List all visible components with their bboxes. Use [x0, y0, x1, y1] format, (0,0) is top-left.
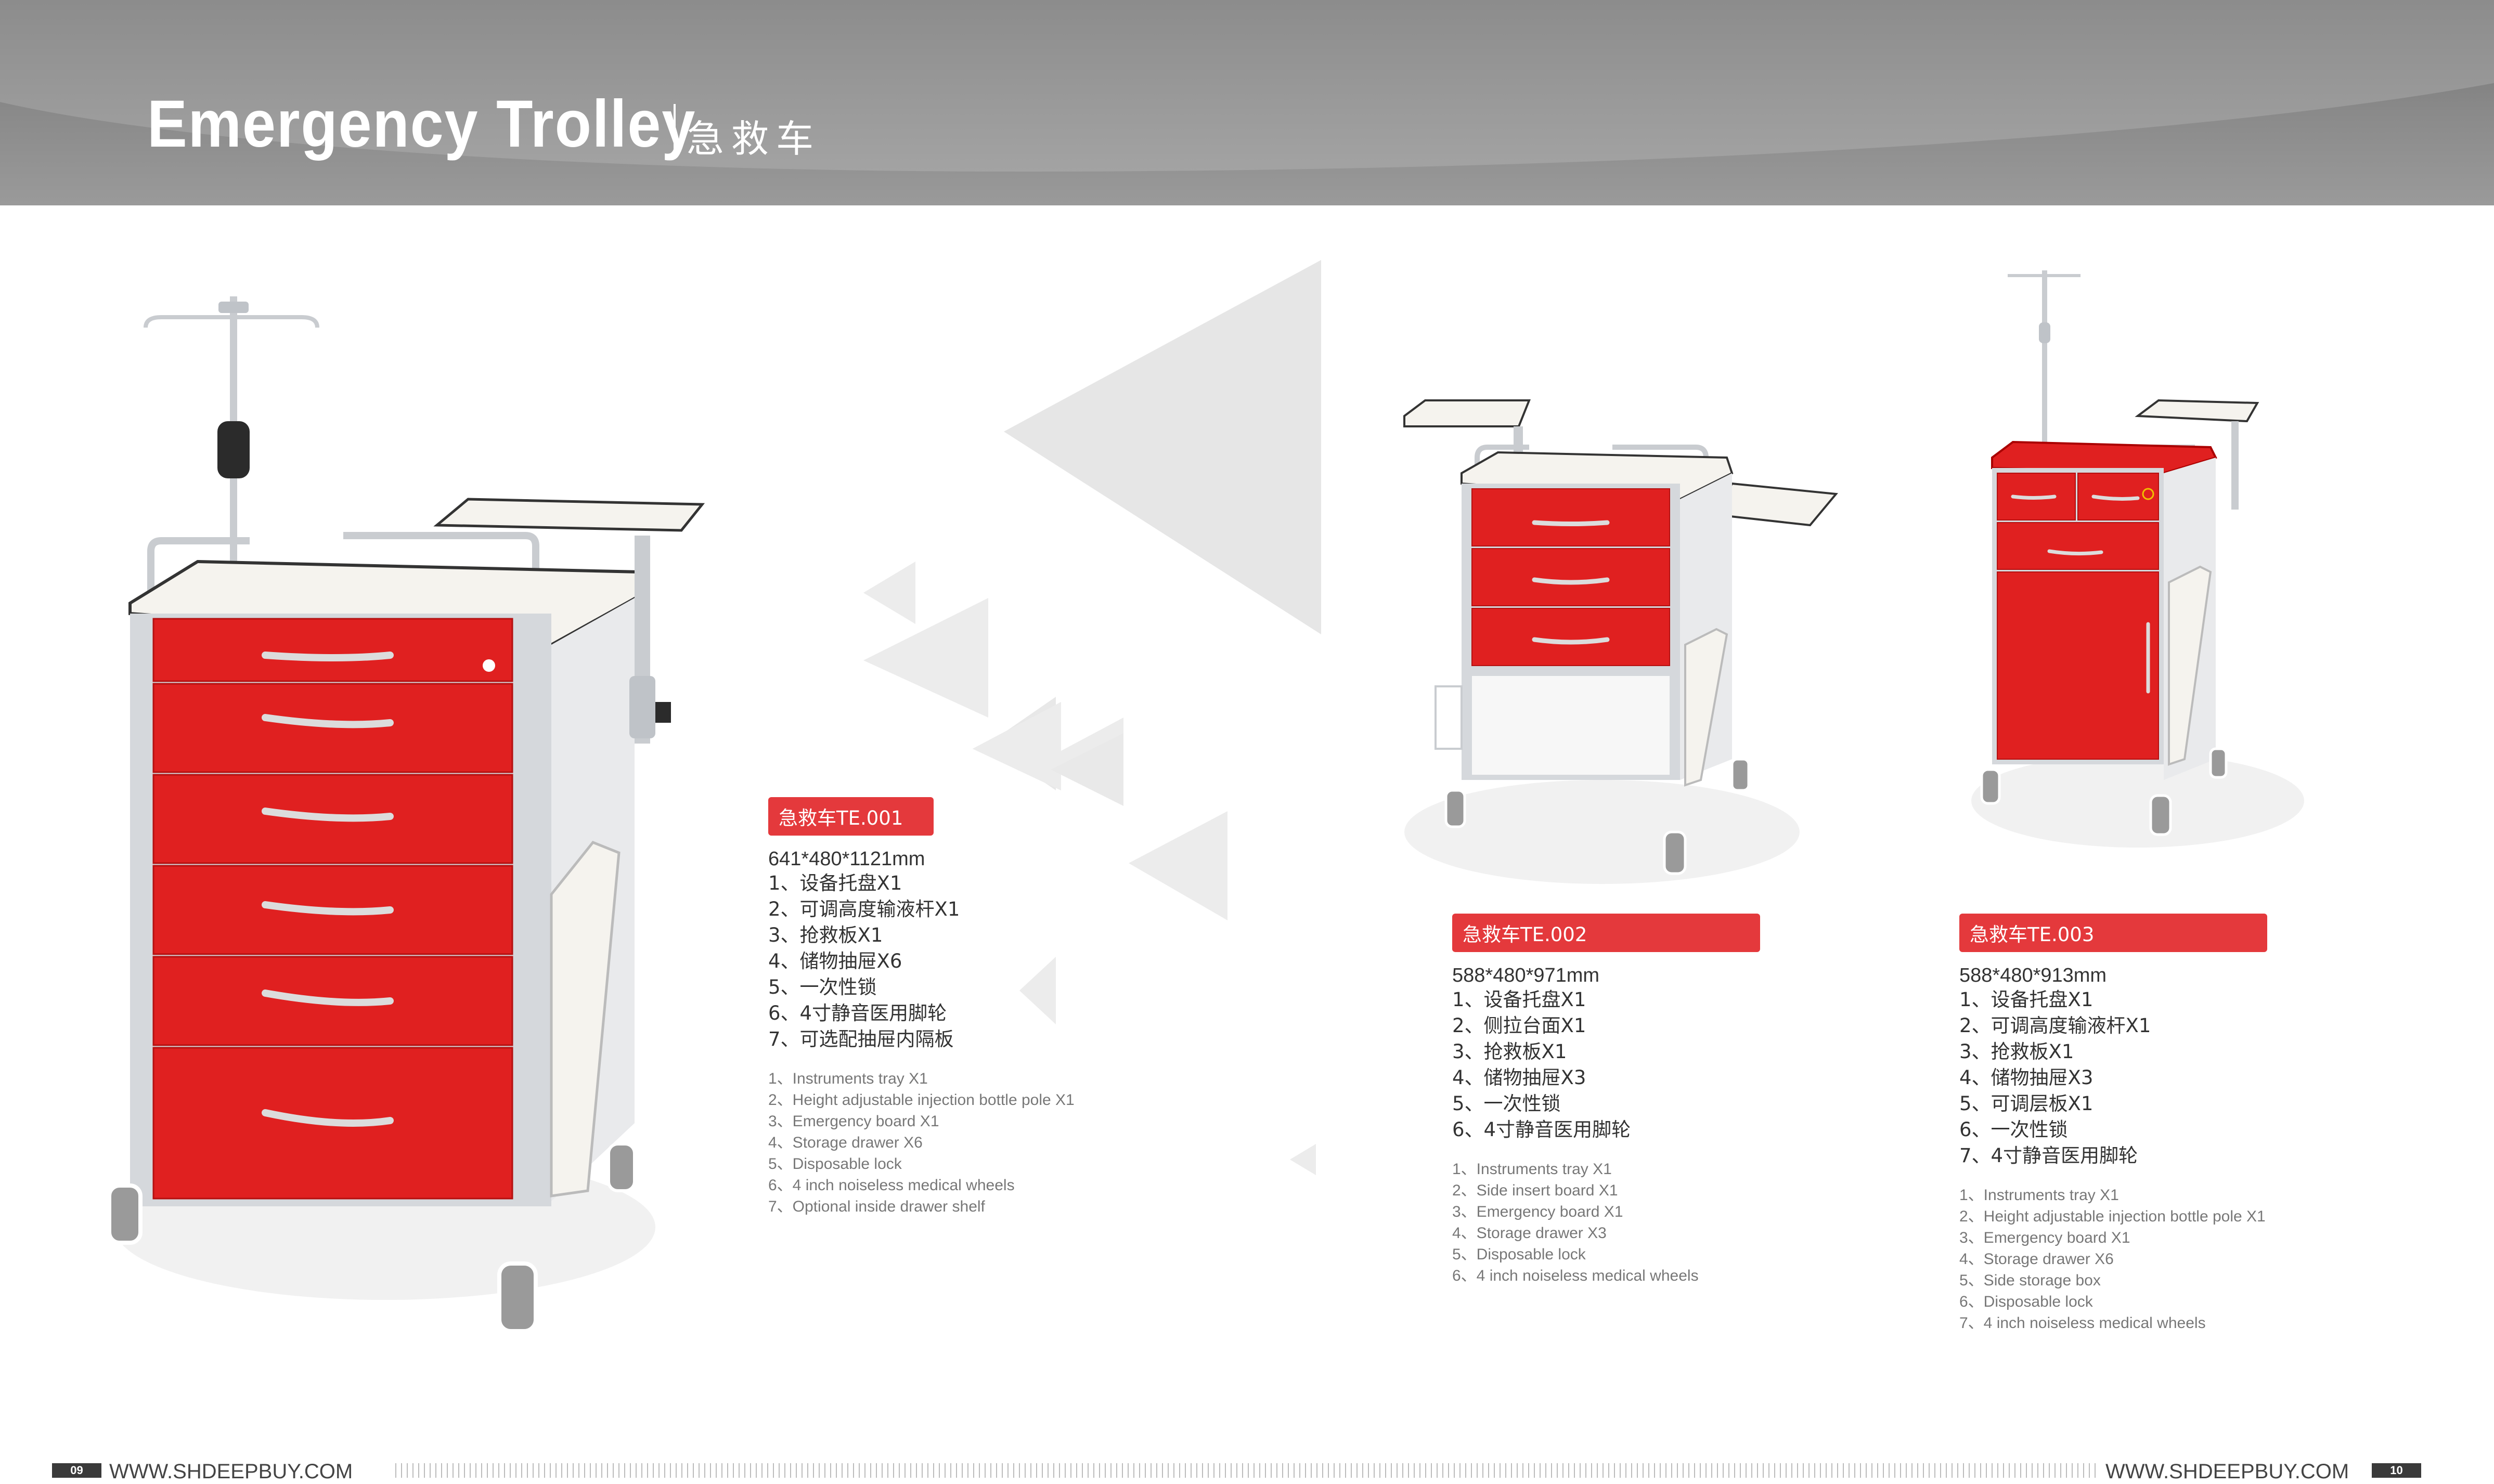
small-triangle	[1030, 738, 1056, 775]
feature-cn: 3、抢救板X1	[768, 924, 883, 946]
trolley-te002-image	[1403, 399, 1838, 884]
feature-en: 5、Disposable lock	[1452, 1246, 1586, 1263]
dimensions: 641*480*1121mm	[768, 848, 925, 870]
website-url-right[interactable]: WWW.SHDEEPBUY.COM	[2105, 1460, 2349, 1483]
features-cn: 1、设备托盘X1 2、可调高度输液杆X1 3、抢救板X1 4、储物抽屉X6 5、…	[768, 870, 1075, 1052]
feature-cn: 5、可调层板X1	[1959, 1092, 2094, 1115]
model-badge: 急救车TE.002	[1452, 914, 1760, 952]
small-triangle	[1290, 1144, 1316, 1175]
spec-te002: 急救车TE.002 588*480*971mm 1、设备托盘X1 2、侧拉台面X…	[1452, 914, 1760, 1286]
features-en: 1、Instruments tray X1 2、Height adjustabl…	[768, 1068, 1075, 1217]
feature-cn: 4、储物抽屉X3	[1452, 1066, 1586, 1089]
feature-cn: 6、4寸静音医用脚轮	[1452, 1118, 1631, 1141]
trolley-te001-image	[107, 296, 705, 1333]
page-number-right: 10	[2372, 1463, 2421, 1478]
feature-cn: 3、抢救板X1	[1452, 1040, 1567, 1063]
model-badge: 急救车TE.001	[768, 797, 934, 836]
feature-en: 4、Storage drawer X6	[768, 1134, 923, 1151]
feature-en: 3、Emergency board X1	[768, 1113, 939, 1130]
feature-en: 7、4 inch noiseless medical wheels	[1959, 1314, 2206, 1332]
small-triangle	[973, 702, 1061, 790]
model-badge: 急救车TE.003	[1959, 914, 2267, 952]
feature-cn: 2、可调高度输液杆X1	[1959, 1014, 2151, 1037]
small-triangle	[863, 598, 988, 718]
features-cn: 1、设备托盘X1 2、侧拉台面X1 3、抢救板X1 4、储物抽屉X3 5、一次性…	[1452, 987, 1760, 1143]
feature-en: 7、Optional inside drawer shelf	[768, 1198, 985, 1215]
feature-en: 4、Storage drawer X3	[1452, 1225, 1607, 1242]
page-title-cn: 急救车	[687, 117, 821, 161]
feature-cn: 6、4寸静音医用脚轮	[768, 1002, 947, 1024]
small-triangle	[863, 562, 915, 624]
feature-en: 1、Instruments tray X1	[1959, 1187, 2119, 1204]
feature-cn: 1、设备托盘X1	[1959, 988, 2094, 1011]
feature-cn: 6、一次性锁	[1959, 1118, 2068, 1141]
feature-cn: 1、设备托盘X1	[768, 872, 902, 894]
feature-cn: 5、一次性锁	[768, 976, 877, 998]
title-divider	[674, 104, 676, 152]
decorative-triangle-mid	[1051, 733, 1123, 806]
feature-en: 3、Emergency board X1	[1452, 1203, 1623, 1220]
feature-cn: 2、可调高度输液杆X1	[768, 898, 960, 920]
decorative-triangles	[863, 260, 1321, 1175]
large-triangle	[1004, 260, 1321, 634]
page-header	[0, 0, 2494, 205]
small-triangle	[1129, 811, 1227, 920]
feature-cn: 4、储物抽屉X3	[1959, 1066, 2094, 1089]
features-en: 1、Instruments tray X1 2、Side insert boar…	[1452, 1158, 1760, 1286]
footer-ruler	[395, 1463, 2099, 1478]
page-number-left: 09	[52, 1463, 101, 1478]
feature-en: 3、Emergency board X1	[1959, 1229, 2130, 1246]
feature-cn: 2、侧拉台面X1	[1452, 1014, 1586, 1037]
feature-cn: 7、可选配抽屉内隔板	[768, 1028, 954, 1050]
features-cn: 1、设备托盘X1 2、可调高度输液杆X1 3、抢救板X1 4、储物抽屉X3 5、…	[1959, 987, 2267, 1169]
feature-en: 6、4 inch noiseless medical wheels	[768, 1177, 1015, 1194]
feature-en: 5、Disposable lock	[768, 1155, 902, 1173]
feature-cn: 5、一次性锁	[1452, 1092, 1561, 1115]
trolley-te003-image	[1971, 270, 2304, 848]
feature-en: 5、Side storage box	[1959, 1272, 2101, 1289]
dimensions: 588*480*913mm	[1959, 965, 2107, 986]
feature-en: 6、4 inch noiseless medical wheels	[1452, 1267, 1699, 1284]
feature-en: 1、Instruments tray X1	[1452, 1161, 1612, 1178]
drawers	[152, 618, 513, 1200]
dimensions: 588*480*971mm	[1452, 965, 1600, 986]
feature-cn: 1、设备托盘X1	[1452, 988, 1586, 1011]
feature-en: 6、Disposable lock	[1959, 1293, 2093, 1310]
small-triangle	[1019, 957, 1056, 1024]
website-url-left[interactable]: WWW.SHDEEPBUY.COM	[109, 1460, 353, 1483]
page-title: Emergency Trolley	[147, 87, 696, 161]
feature-en: 2、Height adjustable injection bottle pol…	[1959, 1208, 2266, 1225]
feature-en: 1、Instruments tray X1	[768, 1070, 928, 1087]
features-en: 1、Instruments tray X1 2、Height adjustabl…	[1959, 1184, 2267, 1334]
feature-cn: 7、4寸静音医用脚轮	[1959, 1144, 2138, 1167]
wheels	[107, 1142, 636, 1333]
feature-en: 2、Side insert board X1	[1452, 1182, 1618, 1199]
spec-te001: 急救车TE.001 641*480*1121mm 1、设备托盘X1 2、可调高度…	[768, 797, 1075, 1217]
feature-en: 2、Height adjustable injection bottle pol…	[768, 1091, 1075, 1109]
spec-te003: 急救车TE.003 588*480*913mm 1、设备托盘X1 2、可调高度输…	[1959, 914, 2267, 1334]
page-footer: 09 WWW.SHDEEPBUY.COM WWW.SHDEEPBUY.COM 1…	[0, 1458, 2494, 1484]
feature-cn: 3、抢救板X1	[1959, 1040, 2074, 1063]
feature-cn: 4、储物抽屉X6	[768, 950, 902, 972]
feature-en: 4、Storage drawer X6	[1959, 1251, 2114, 1268]
